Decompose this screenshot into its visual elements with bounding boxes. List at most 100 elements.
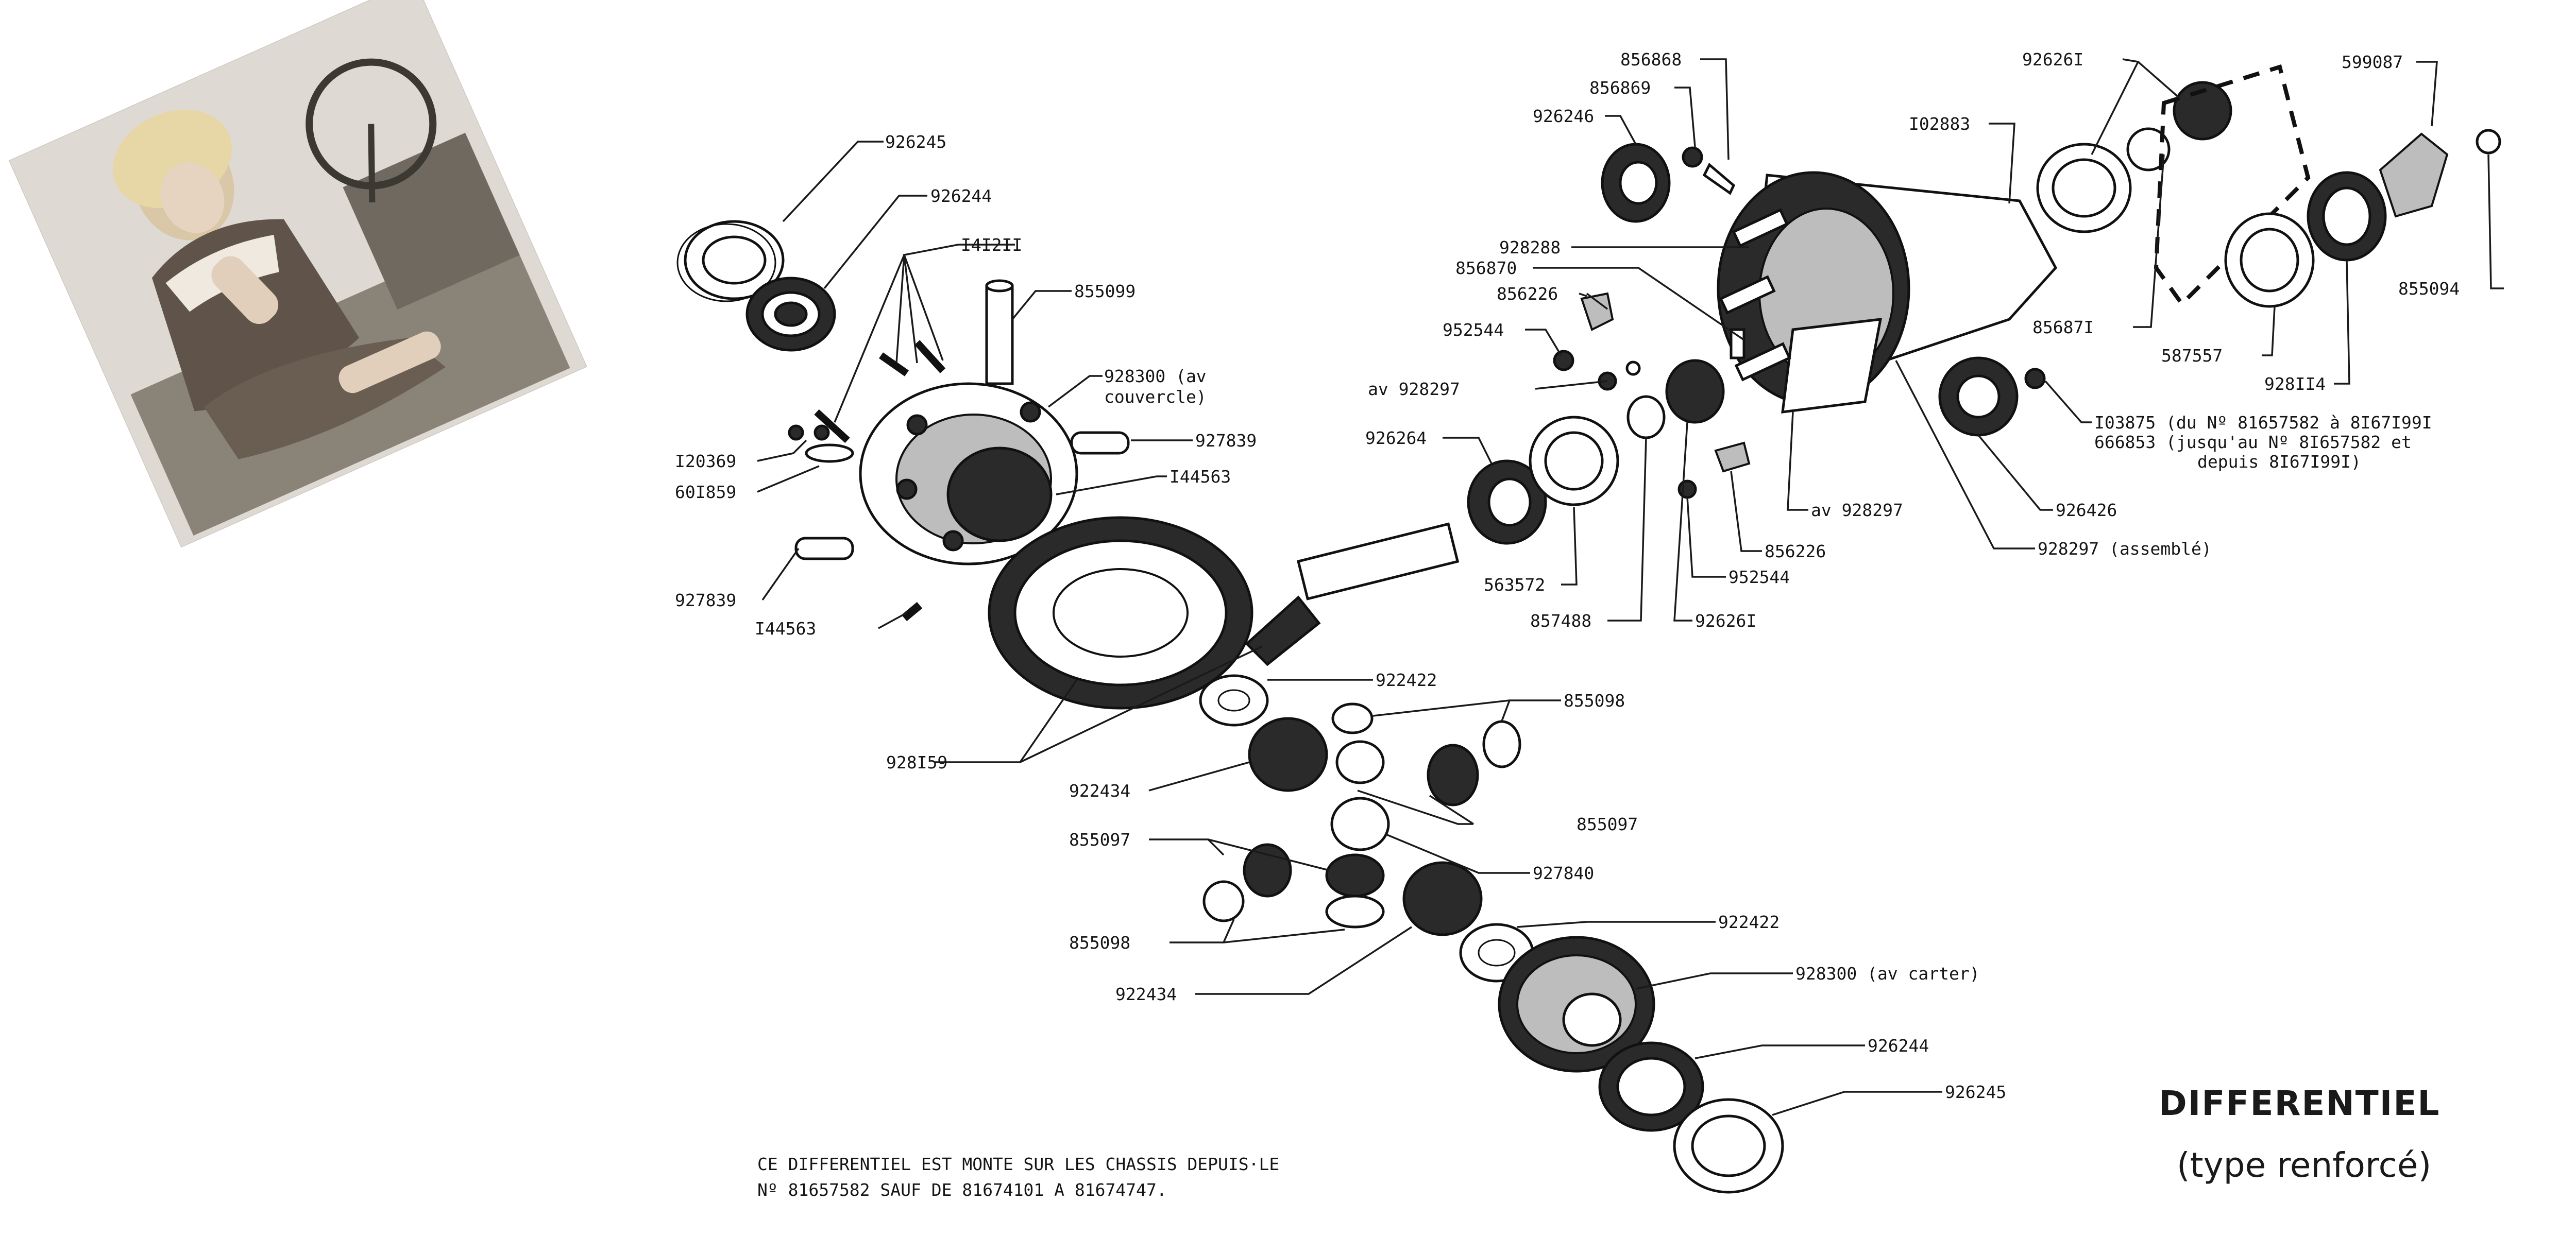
nut-120369	[788, 424, 804, 441]
label-927839-right: 927839	[1195, 431, 1257, 451]
label-928300-carter: 928300 (av carter)	[1795, 964, 1980, 984]
pin-141211-a	[814, 409, 850, 443]
label-922422-top: 922422	[1376, 670, 1437, 690]
label-587557: 587557	[2161, 346, 2223, 366]
label-928297-assemble: 928297 (assemblé)	[2038, 539, 2212, 559]
label-856871: 85687I	[2032, 317, 2094, 337]
label-926264: 926264	[1365, 428, 1427, 448]
label-857488: 857488	[1530, 611, 1591, 631]
label-928159: 928I59	[886, 752, 947, 772]
nut-855094	[2476, 129, 2501, 154]
pin-927839-left	[794, 537, 854, 560]
label-563572: 563572	[1484, 575, 1545, 595]
label-856868: 856868	[1620, 49, 1682, 70]
label-856226-top: 856226	[1497, 284, 1558, 304]
label-103875-line3: depuis 8I67I99I)	[2197, 452, 2361, 472]
lock-plate-601859	[805, 443, 854, 463]
side-gear-855097-right	[1427, 744, 1479, 806]
label-144563-left: I44563	[755, 619, 816, 639]
diagram-title: DIFFERENTIEL	[2159, 1084, 2440, 1123]
footnote-line2: Nº 81657582 SAUF DE 81674101 A 81674747.	[757, 1180, 1167, 1200]
label-928114: 928II4	[2264, 374, 2326, 394]
planet-gear-922434-top	[1248, 717, 1328, 792]
label-102883: I02883	[1909, 114, 1970, 134]
leader-lines	[757, 58, 2504, 1116]
crown-wheel-928159	[988, 516, 1253, 710]
label-855094: 855094	[2398, 279, 2460, 299]
label-927840: 927840	[1533, 863, 1594, 883]
label-av-928297-bottom: av 928297	[1811, 500, 1903, 520]
bearing-563572	[1529, 416, 1619, 506]
label-928300-av-line2: couvercle)	[1104, 387, 1207, 407]
footnote-line1: CE DIFFERENTIEL EST MONTE SUR LES CHASSI…	[757, 1154, 1279, 1174]
pinion-gear-top	[2173, 81, 2232, 141]
roller-bearing-926244-bottom	[1598, 1041, 1704, 1132]
spider-927840	[1330, 797, 1390, 851]
differential-cover-928300	[859, 382, 1078, 565]
label-926426: 926426	[2056, 500, 2117, 520]
label-922422-bottom: 922422	[1718, 912, 1780, 932]
pin-927839-right	[1070, 431, 1130, 455]
washer-855098-b	[1482, 720, 1521, 768]
label-141211: I4I2II	[961, 235, 1022, 255]
label-855099: 855099	[1074, 281, 1136, 301]
gear-926261	[1665, 359, 1725, 424]
label-926245-top: 926245	[885, 132, 946, 152]
roller-bearing-926244-top	[745, 277, 836, 352]
bolt-856868	[1702, 163, 1736, 195]
label-855098-bottom: 855098	[1069, 933, 1130, 953]
diagram-subtitle: (type renforcé)	[2177, 1145, 2431, 1185]
washer-855098-a	[1331, 702, 1374, 734]
side-gear-855097-left	[1243, 843, 1292, 898]
bearing-926261-top	[2036, 143, 2132, 233]
label-926246: 926246	[1533, 106, 1594, 126]
label-926244-bottom: 926244	[1868, 1036, 1929, 1056]
clip-856226-top	[1580, 292, 1614, 331]
label-952544-top: 952544	[1443, 320, 1504, 340]
label-928288: 928288	[1499, 237, 1561, 258]
clip-856226-bottom	[1714, 441, 1751, 473]
label-855097-left: 855097	[1069, 830, 1130, 850]
axle-housing-102883	[1717, 171, 2058, 414]
shaft-855099	[985, 279, 1014, 385]
label-144563-right: I44563	[1170, 467, 1231, 487]
nut-952544-top	[1553, 350, 1574, 371]
label-927839-left: 927839	[675, 590, 736, 610]
nut-952544-bottom	[1677, 479, 1697, 499]
label-928300-av-line1: 928300 (av	[1104, 366, 1207, 386]
differential-case-928300-carter	[1498, 936, 1655, 1073]
part-labels: 926245 926244 I4I2II 855099 928300 (av c…	[675, 49, 2460, 1102]
pinion-shaft	[1245, 522, 1460, 666]
label-855097-right: 855097	[1577, 814, 1638, 834]
flange-599087	[2379, 132, 2449, 218]
nut-856869	[1682, 146, 1703, 168]
wedge-856870	[1730, 328, 1745, 359]
roll-pin-144563	[901, 602, 923, 622]
label-856870: 856870	[1455, 258, 1517, 278]
label-926244-top: 926244	[930, 186, 992, 206]
label-av-928297-top: av 928297	[1368, 379, 1460, 399]
label-103875-line2: 666853 (jusqu'au Nº 8I657582 et	[2094, 432, 2412, 452]
label-855098-top: 855098	[1564, 691, 1625, 711]
nut-103875	[2024, 368, 2046, 389]
pin-141211-b	[878, 352, 909, 376]
label-856226-bottom: 856226	[1765, 541, 1826, 561]
star-gear	[1335, 740, 1385, 784]
label-856869: 856869	[1589, 78, 1651, 98]
label-926261-top: 92626I	[2022, 49, 2083, 70]
washer-855098-c	[1202, 880, 1245, 922]
label-926245-bottom: 926245	[1945, 1082, 2006, 1102]
label-926261: 92626I	[1695, 611, 1756, 631]
label-952544-bottom: 952544	[1728, 567, 1790, 587]
label-120369: I20369	[675, 451, 736, 471]
bearing-928114	[2307, 171, 2387, 262]
label-103875-line1: I03875 (du Nº 81657582 à 8I67I99I	[2094, 413, 2432, 433]
label-922434-bottom: 922434	[1115, 984, 1177, 1004]
bearing-cup-926245-bottom	[1673, 1098, 1784, 1194]
pin-141211-c	[914, 340, 946, 373]
ring-857488	[1626, 395, 1666, 439]
planet-gear-922434-bottom	[1402, 861, 1483, 936]
